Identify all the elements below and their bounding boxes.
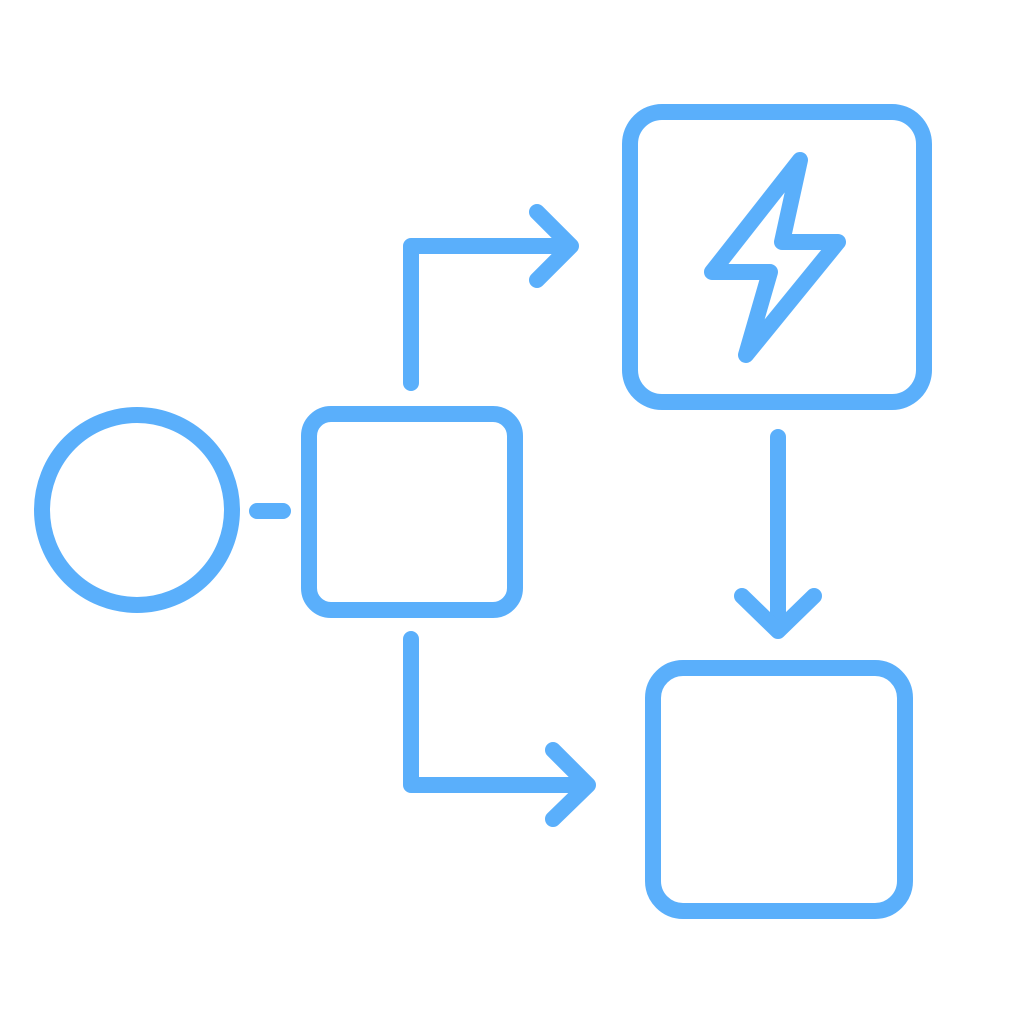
edge-process-to-result — [403, 631, 593, 793]
lightning-bolt-icon — [704, 152, 846, 363]
action-node — [622, 104, 932, 410]
arrowhead-to-action — [529, 204, 579, 288]
arrowhead-to-result-from-process — [545, 742, 596, 827]
result-node — [645, 660, 913, 919]
start-node-circle — [34, 407, 240, 613]
edge-process-to-action — [403, 238, 578, 391]
process-node — [301, 406, 523, 618]
arrowhead-to-result-from-action — [734, 588, 822, 639]
